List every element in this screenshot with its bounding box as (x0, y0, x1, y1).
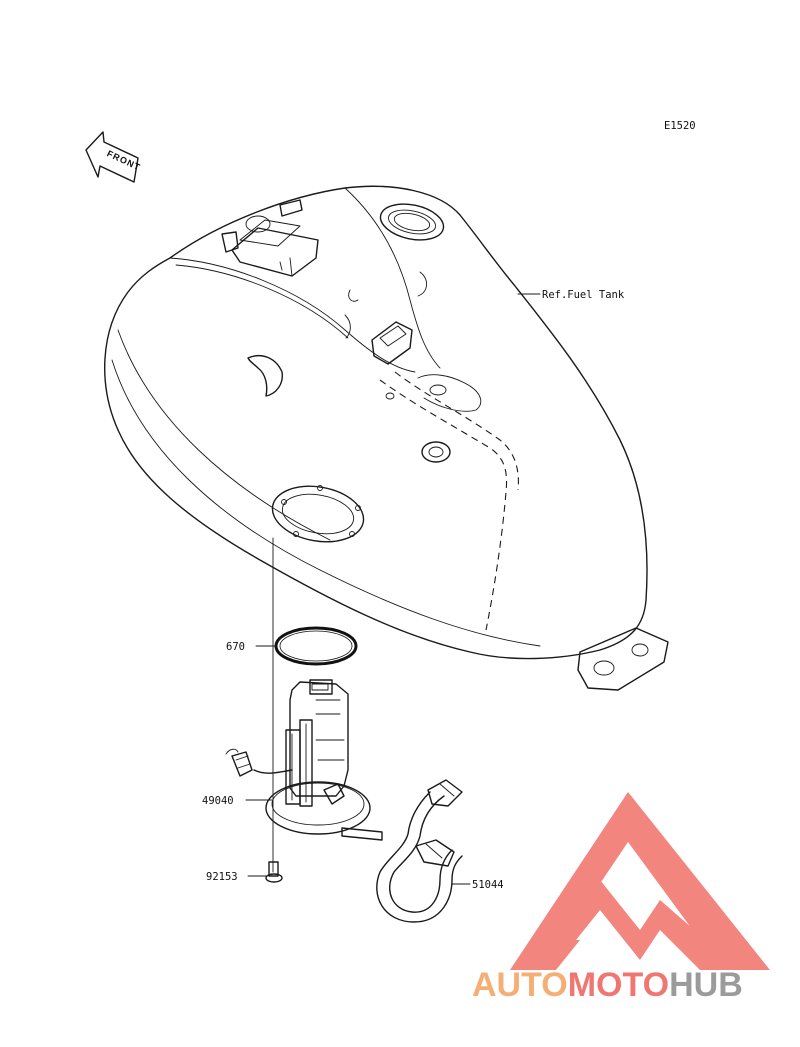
part-number-51044: 51044 (472, 879, 504, 891)
part-number-49040: 49040 (202, 795, 234, 807)
ref-fuel-tank-label: Ref.Fuel Tank (542, 289, 625, 301)
watermark-hub: HUB (669, 966, 743, 1004)
watermark-moto: MOTO (568, 966, 669, 1004)
fuel-hose-part (376, 779, 463, 923)
diagram-code: E1520 (664, 120, 696, 132)
automotohub-watermark: AUTOMOTOHUB (472, 792, 770, 1004)
part-number-670: 670 (226, 641, 245, 653)
fuel-pump-part (225, 679, 383, 841)
bolt-part (265, 861, 283, 883)
front-arrow-icon: FRONT (85, 131, 142, 183)
part-number-92153: 92153 (206, 871, 238, 883)
watermark-logo-icon (510, 792, 770, 970)
fuel-tank-drawing (104, 185, 669, 691)
svg-text:AUTOMOTOHUB: AUTOMOTOHUB (472, 966, 743, 1004)
watermark-auto: AUTO (472, 966, 568, 1004)
o-ring-part (274, 626, 358, 666)
